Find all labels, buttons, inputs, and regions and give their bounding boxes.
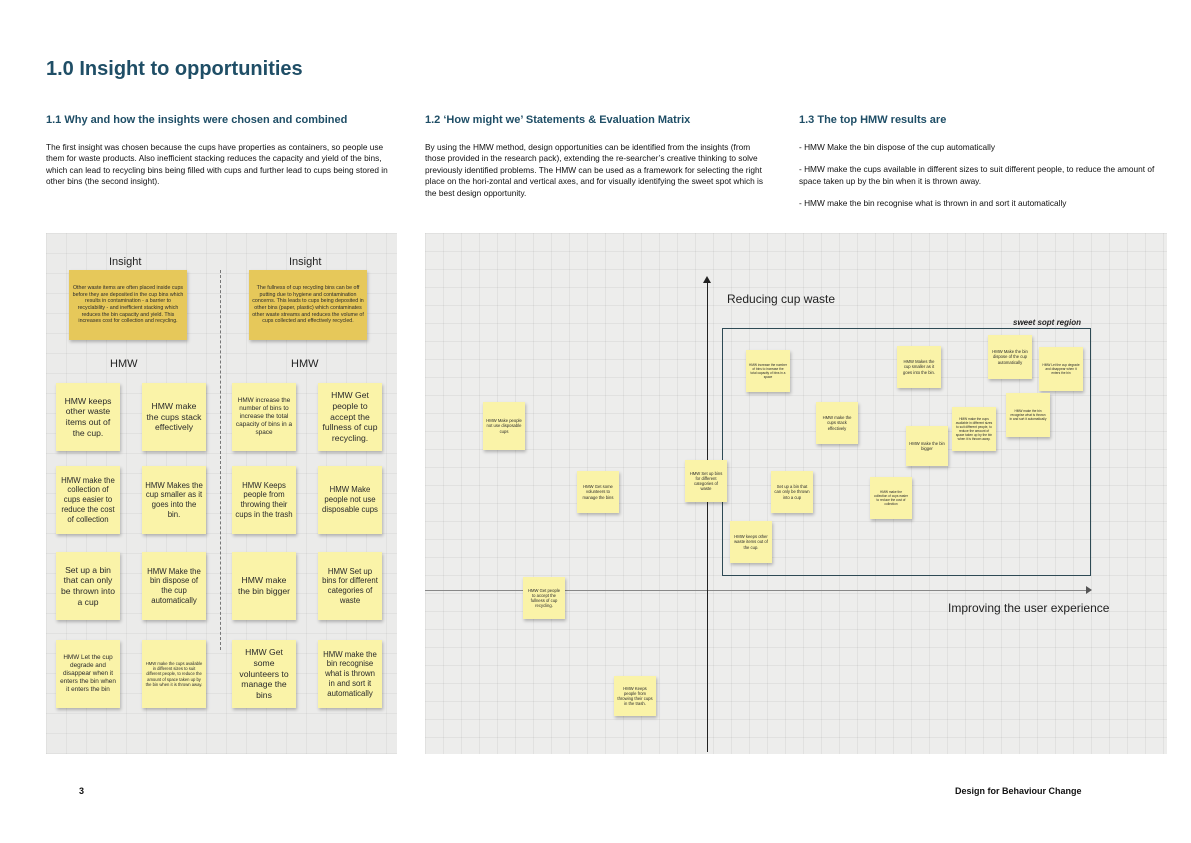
x-axis-label: Improving the user experience [948,601,1110,615]
matrix-note: HMW Keeps people from throwing their cup… [614,676,656,716]
hmw-note: HMW Get people to accept the fullness of… [318,383,382,451]
hmw-note: HMW make the cups stack effectively [142,383,206,451]
hmw-note: HMW Keeps people from throwing their cup… [232,466,296,534]
matrix-note: HMW Let the cup degrade and disappear wh… [1039,347,1083,391]
insight-note-2: The fullness of cup recycling bins can b… [249,270,367,340]
section-2-heading: 1.2 ‘How might we’ Statements & Evaluati… [425,114,691,126]
matrix-note: HMW Makes the cup smaller as it goes int… [897,346,941,388]
hmw-note: HMW make the cups available in different… [142,640,206,708]
hmw-note: HMW make the collection of cups easier t… [56,466,120,534]
section-2-paragraph: By using the HMW method, design opportun… [425,142,764,198]
top-result-3: - HMW make the bin recognise what is thr… [799,198,1067,209]
page-title: 1.0 Insight to opportunities [46,58,303,80]
hmw-note: HMW keeps other waste items out of the c… [56,383,120,451]
hmw-label-2: HMW [291,358,319,370]
hmw-note: HMW Get some volunteers to manage the bi… [232,640,296,708]
insight-label-1: Insight [109,256,142,268]
hmw-note: HMW Set up bins for different categories… [318,552,382,620]
footer-title: Design for Behaviour Change [955,786,1082,796]
x-axis [425,590,1090,591]
matrix-note: HMW make the bin bigger [906,426,948,466]
board-divider [220,270,221,650]
y-axis-arrow [703,276,711,283]
top-result-1: - HMW Make the bin dispose of the cup au… [799,142,995,152]
matrix-note: HMW Set up bins for different categories… [685,460,727,502]
hmw-note: HMW Makes the cup smaller as it goes int… [142,466,206,534]
section-1-paragraph: The first insight was chosen because the… [46,142,388,187]
sweet-spot-region [722,328,1091,576]
sweet-spot-label: sweet sopt region [1013,318,1082,327]
section-3-body: - HMW Make the bin dispose of the cup au… [799,142,1161,221]
insight-label-2: Insight [289,256,322,268]
matrix-note: HMW make the collection of cups easier t… [870,477,912,519]
hmw-label-1: HMW [110,358,138,370]
hmw-note: HMW Let the cup degrade and disappear wh… [56,640,120,708]
top-result-2: - HMW make the cups available in differe… [799,164,1155,186]
matrix-note: HMW make the bin recognise what is throw… [1006,393,1050,437]
section-1-heading: 1.1 Why and how the insights were chosen… [46,114,348,126]
section-1-body: The first insight was chosen because the… [46,142,398,199]
matrix-note: HMW Make the bin dispose of the cup auto… [988,335,1032,379]
matrix-note: HMW keeps other waste items out of the c… [730,521,772,563]
insight-note-1: Other waste items are often placed insid… [69,270,187,340]
section-2-body: By using the HMW method, design opportun… [425,142,767,210]
hmw-note: HMW Make the bin dispose of the cup auto… [142,552,206,620]
hmw-note: Set up a bin that can only be thrown int… [56,552,120,620]
hmw-note: HMW increase the number of bins to incre… [232,383,296,451]
evaluation-matrix [425,233,1167,754]
matrix-note: HMW Get some volunteers to manage the bi… [577,471,619,513]
matrix-note: HMW make the cups available in different… [952,407,996,451]
hmw-note: HMW make the bin recognise what is throw… [318,640,382,708]
page-number: 3 [79,786,85,796]
matrix-note: Set up a bin that can only be thrown int… [771,471,813,513]
matrix-note: HMW Get people to accept the fullness of… [523,577,565,619]
section-3-heading: 1.3 The top HMW results are [799,114,947,126]
matrix-note: HMW increase the number of bins to incre… [746,350,790,392]
matrix-note: HMW Make people not use disposable cups [483,402,525,450]
y-axis [707,282,708,752]
matrix-note: HMW make the cups stack effectively [816,402,858,444]
y-axis-label: Reducing cup waste [727,292,836,306]
hmw-note: HMW Make people not use disposable cups [318,466,382,534]
x-axis-arrow [1086,586,1092,594]
hmw-note: HMW make the bin bigger [232,552,296,620]
